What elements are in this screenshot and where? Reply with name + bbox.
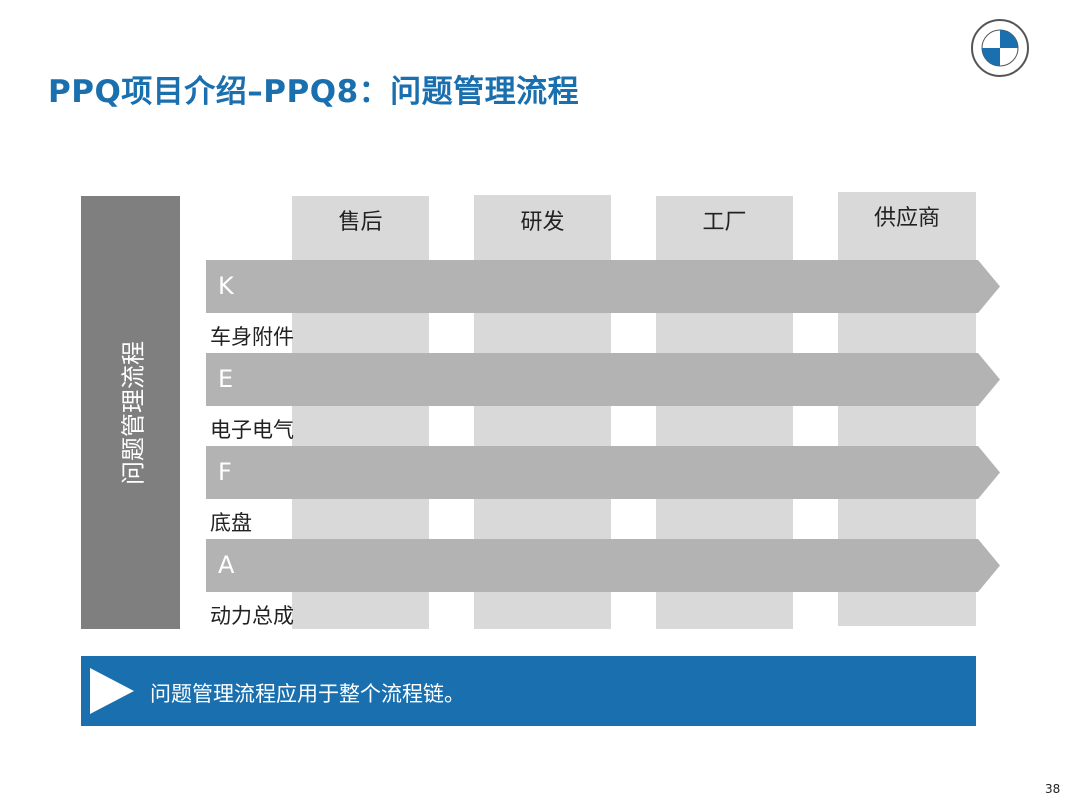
column-header-plant: 工厂 (702, 210, 747, 235)
category-label: 车身附件 (210, 325, 294, 349)
row-letter: F (218, 458, 232, 486)
side-label: 问题管理流程 (119, 340, 147, 485)
arrow-row-e: E (206, 353, 1000, 406)
summary-banner: 问题管理流程应用于整个流程链。 (81, 656, 976, 726)
page-number: 38 (1045, 782, 1061, 796)
bmw-logo (970, 18, 1030, 78)
category-label: 动力总成 (210, 604, 294, 628)
row-letter: A (218, 551, 235, 579)
arrow-row-f: F (206, 446, 1000, 499)
arrow-row-a: A (206, 539, 1000, 592)
row-letter: E (218, 365, 234, 393)
column-header-rnd: 研发 (520, 210, 565, 235)
category-label: 电子电气 (210, 418, 294, 442)
column-header-aftersales: 售后 (338, 210, 383, 235)
play-triangle-icon (90, 668, 134, 714)
arrow-row-k: K (206, 260, 1000, 313)
page-title: PPQ项目介绍–PPQ8：问题管理流程 (48, 74, 580, 110)
banner-text: 问题管理流程应用于整个流程链。 (150, 682, 465, 706)
row-letter: K (218, 272, 234, 300)
process-side-bar: 问题管理流程 (81, 196, 180, 629)
column-header-supplier: 供应商 (873, 206, 940, 231)
category-label: 底盘 (210, 511, 252, 535)
